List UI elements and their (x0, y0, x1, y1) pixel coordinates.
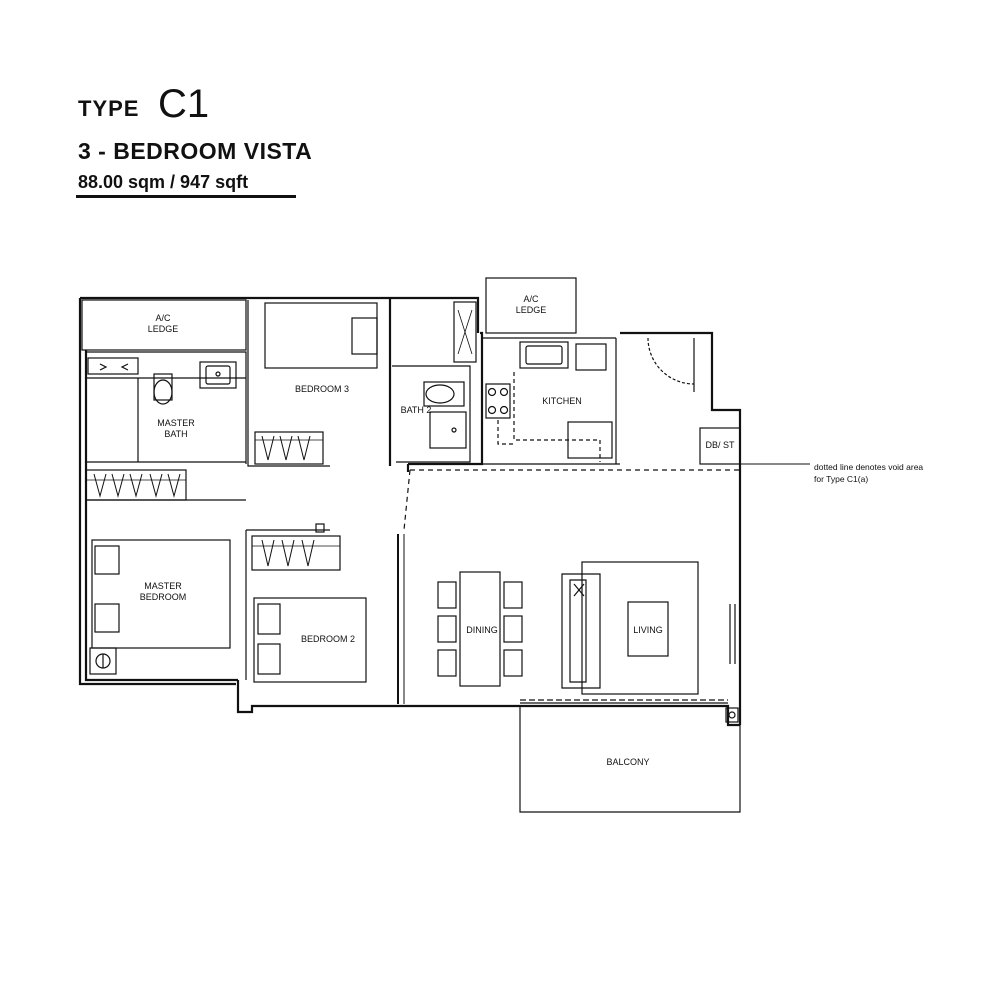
bedroom-3-label: BEDROOM 3 (295, 384, 349, 394)
outer-walls (78, 296, 742, 727)
bath-2 (392, 301, 477, 463)
dining-label: DINING (466, 625, 498, 635)
bedroom-2 (245, 523, 405, 704)
balcony-sliding-door (520, 699, 728, 704)
ac-ledge-left-label-1: A/C (155, 313, 171, 323)
ac-ledge-left-label-2: LEDGE (148, 324, 179, 334)
ac-ledge-left (81, 299, 247, 351)
ac-ledge-top-label-1: A/C (523, 294, 539, 304)
master-bedroom (85, 469, 246, 675)
ac-ledge-top (485, 277, 577, 334)
balcony-label: BALCONY (606, 757, 649, 767)
area-underline (76, 195, 296, 198)
balcony (519, 706, 741, 813)
master-bath-label-1: MASTER (157, 418, 195, 428)
master-bath (86, 351, 247, 464)
void-note-line-1: dotted line denotes void area (814, 462, 923, 472)
plan-area: 88.00 sqm / 947 sqft (78, 172, 249, 192)
dining-table (437, 571, 523, 687)
plan-type-label: TYPE (78, 96, 140, 121)
plan-subtitle: 3 - BEDROOM VISTA (78, 138, 313, 164)
kitchen (482, 337, 695, 465)
bath-2-label: BATH 2 (401, 405, 432, 415)
void-boundary (403, 469, 740, 531)
kitchen-counter-outline (497, 372, 601, 462)
master-bedroom-label-1: MASTER (144, 581, 182, 591)
living-label: LIVING (633, 625, 663, 635)
bedroom-3 (247, 300, 378, 467)
bedroom-2-label: BEDROOM 2 (301, 634, 355, 644)
living-area (561, 561, 736, 695)
db-st-label: DB/ ST (705, 440, 735, 450)
void-note-line-2: for Type C1(a) (814, 474, 868, 484)
kitchen-label: KITCHEN (542, 396, 582, 406)
master-bedroom-label-2: BEDROOM (140, 592, 187, 602)
ac-ledge-top-label-2: LEDGE (516, 305, 547, 315)
plan-type-code: C1 (158, 82, 210, 126)
db-st (699, 427, 741, 465)
master-bath-label-2: BATH (164, 429, 187, 439)
